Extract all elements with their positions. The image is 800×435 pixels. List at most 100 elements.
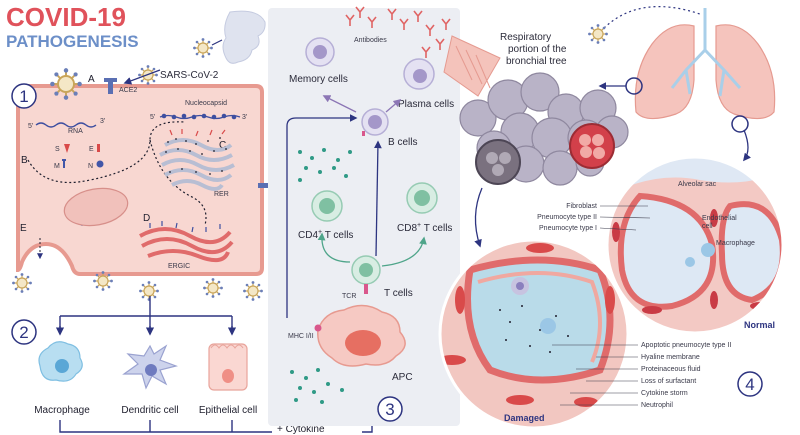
- normal-fibroblast-label: Fibroblast: [566, 203, 597, 210]
- lung-zoom-circle-2: [731, 115, 749, 133]
- protein-e: E: [89, 146, 94, 153]
- envelope-protein-icon: [97, 144, 100, 152]
- arrow-t-to-b: [373, 140, 382, 257]
- damaged-label: Damaged: [504, 413, 545, 423]
- normal-alveolus: [607, 157, 783, 333]
- damaged-label-apoptotic: Apoptotic pneumocyte type II: [641, 342, 731, 349]
- plasma-cells-label: Plasma cells: [398, 99, 454, 110]
- arrow-lung-to-normal: [743, 129, 751, 162]
- rer-spike-proteins: [169, 129, 226, 137]
- macrophage-label: Macrophage: [34, 405, 90, 416]
- mhc-label: MHC I/II: [288, 333, 314, 340]
- spike-protein-icon: [64, 144, 70, 153]
- virion-floating-6: [242, 280, 264, 302]
- receptor-right: [258, 183, 270, 188]
- cytokine-label: + Cytokine: [277, 424, 325, 435]
- bronchial-label-2: portion of the: [508, 44, 567, 55]
- alveolus-cross-section: [475, 123, 615, 185]
- epithelial-cell-icon: [208, 343, 248, 391]
- step-1-number: 1: [19, 87, 28, 106]
- lungs-icon: [634, 8, 776, 120]
- normal-macrophage-label: Macrophage: [716, 240, 755, 247]
- rna-label: RNA: [68, 128, 83, 135]
- step-1-circle: [11, 83, 37, 109]
- stage-3-adaptive-panel: Antibodies Memory cells Plasma cells B c…: [268, 6, 460, 426]
- stage-1-infected-cell: SARS-CoV-2 ACE2 1 A B C D E 5' 3' RNA S …: [11, 37, 270, 302]
- normal-pneumocyte-ii-label: Pneumocyte type II: [537, 214, 597, 221]
- damaged-label-surfactant: Loss of surfactant: [641, 378, 696, 385]
- letter-d: D: [143, 213, 150, 224]
- arrow-b-to-memory: [322, 95, 357, 113]
- ergic-spikes: [149, 221, 221, 233]
- virus-label: SARS-CoV-2: [160, 70, 219, 81]
- rna-3prime-right: 3': [242, 114, 247, 121]
- virion-floating-4: [138, 280, 160, 302]
- adaptive-panel-background: [268, 8, 460, 426]
- ergic-complex: [139, 227, 234, 263]
- memory-cells-label: Memory cells: [289, 74, 348, 85]
- vesicle-outline: [63, 187, 129, 227]
- arrow-apc-to-b: [286, 114, 358, 318]
- title-line-2: PATHOGENESIS: [6, 32, 139, 51]
- virion-floating-2: [11, 272, 33, 294]
- arrow-cluster-to-damaged: [474, 187, 483, 248]
- endothelial-label-2: cell: [702, 223, 713, 230]
- host-cell-membrane: [16, 84, 264, 276]
- title-line-1: COVID-19: [6, 2, 126, 32]
- arrow-virus-to-cell: [123, 69, 161, 85]
- arrow-t-to-cd4: [317, 232, 351, 263]
- damaged-label-proteinaceous: Proteinaceous fluid: [641, 366, 701, 373]
- nucleocapsid-protein-icon: [96, 160, 104, 168]
- dotted-inhalation-path: [603, 5, 701, 29]
- dendritic-cell-label: Dendritic cell: [121, 405, 178, 416]
- normal-pneumocyte-i-label: Pneumocyte type I: [539, 225, 597, 232]
- face-silhouette-icon: [222, 10, 266, 64]
- alveolar-sac-label: Alveolar sac: [678, 181, 717, 188]
- ace2-receptor: [108, 80, 113, 94]
- letter-c: C: [219, 140, 226, 151]
- arrow-face-to-virus: [211, 39, 223, 46]
- membrane-protein-icon: [62, 159, 66, 168]
- rna-3prime-left: 3': [100, 118, 105, 125]
- bronchial-label-1: Respiratory: [500, 32, 551, 43]
- rna-5prime-right: 5': [150, 114, 155, 121]
- t-cells-label: T cells: [384, 288, 413, 299]
- rough-endoplasmic-reticulum: [159, 138, 235, 191]
- antibodies-label: Antibodies: [354, 37, 387, 44]
- arrow-t-to-cd8: [381, 236, 427, 267]
- mhc-molecule: [314, 324, 322, 332]
- letter-a: A: [88, 74, 95, 85]
- normal-label: Normal: [744, 320, 775, 330]
- apc-label: APC: [392, 372, 413, 383]
- epithelial-cell-label: Epithelial cell: [199, 405, 257, 416]
- arrow-b-to-plasma: [385, 98, 402, 113]
- damaged-alveolus: [440, 240, 628, 428]
- protein-m: M: [54, 163, 60, 170]
- ace2-label: ACE2: [119, 87, 137, 94]
- damaged-labels: Apoptotic pneumocyte type II Hyaline mem…: [552, 342, 731, 409]
- damaged-label-neutrophil: Neutrophil: [641, 402, 673, 409]
- tcr-label: TCR: [342, 293, 356, 300]
- virion-floating-5: [202, 277, 224, 299]
- stage-2-branch-lines: [59, 296, 233, 332]
- bronchial-label-3: bronchial tree: [506, 56, 567, 67]
- cytokine-dots-upper: [298, 148, 352, 182]
- rer-label: RER: [214, 191, 229, 198]
- stage-4-lung: Respiratory portion of the bronchial tre…: [438, 5, 785, 430]
- cd4-t-cells-label: CD4+ T cells: [298, 229, 353, 241]
- damaged-label-cytokine-storm: Cytokine storm: [641, 390, 688, 397]
- letter-b: B: [21, 155, 28, 166]
- replication-path: [27, 121, 207, 226]
- cytokine-dots-lower: [290, 368, 344, 404]
- cd8-t-cells-label: CD8+ T cells: [397, 222, 452, 234]
- rna-5prime-left: 5': [28, 123, 33, 130]
- letter-e: E: [20, 223, 27, 234]
- protein-n: N: [88, 163, 93, 170]
- rna-strand: [35, 122, 97, 128]
- nucleocapsid-label: Nucleocapsid: [185, 100, 227, 107]
- virion-floating-1: [192, 37, 214, 59]
- damaged-label-hyaline: Hyaline membrane: [641, 354, 700, 361]
- rer-ribosomes: [165, 137, 227, 175]
- step-4-circle: [737, 371, 763, 397]
